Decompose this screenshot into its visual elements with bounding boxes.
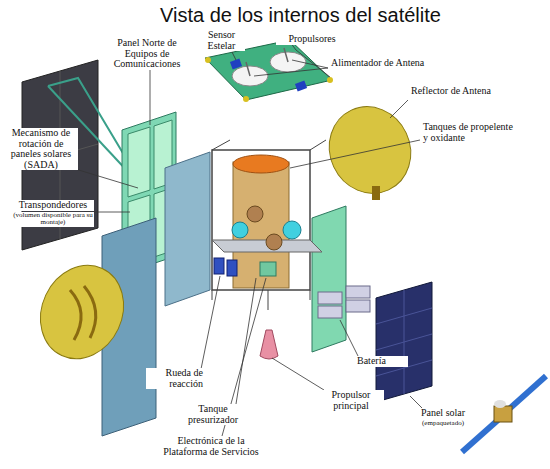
reflector-antenna-part bbox=[372, 186, 380, 200]
satellite-body-part bbox=[260, 262, 276, 276]
leader-lines-part bbox=[296, 50, 330, 77]
main-thruster-part bbox=[260, 330, 278, 359]
leader-lines-part bbox=[410, 396, 422, 408]
satellite-body-part bbox=[232, 222, 248, 238]
satellite-body-part bbox=[212, 140, 230, 150]
leader-lines-part bbox=[236, 278, 256, 404]
satellite-icon-part bbox=[508, 376, 546, 410]
battery bbox=[318, 286, 370, 318]
side-panels-part bbox=[165, 152, 210, 306]
satellite-icon-part bbox=[494, 400, 506, 408]
part-label: (volumen disponible para su montaje) bbox=[12, 212, 94, 227]
top-panel-part bbox=[243, 96, 249, 102]
part-label: Electrónica de la Plataforma de Servicio… bbox=[160, 436, 262, 457]
part-label: Rueda de reacción bbox=[146, 368, 204, 389]
left-antenna-dish-part bbox=[25, 252, 138, 373]
leader-lines-part bbox=[290, 140, 420, 168]
north-comm-panel-part bbox=[128, 127, 150, 197]
satellite-body-part bbox=[310, 140, 326, 150]
right-solar-panel-part bbox=[376, 282, 432, 402]
leader-lines-part bbox=[72, 168, 138, 188]
part-label: Batería bbox=[356, 356, 408, 367]
satellite-body-part bbox=[227, 260, 237, 276]
battery-part bbox=[346, 300, 370, 312]
reflector-antenna-part bbox=[315, 93, 425, 207]
part-label: Transpondedores bbox=[12, 200, 94, 211]
top-panel-part bbox=[205, 57, 211, 63]
reflector-antenna bbox=[315, 93, 425, 207]
satellite-icon-part bbox=[494, 406, 512, 422]
part-label: Reflector de Antena bbox=[410, 86, 512, 97]
satellite-body-part bbox=[214, 258, 224, 274]
part-label: Sensor Estelar bbox=[198, 30, 245, 51]
top-panel-part bbox=[246, 48, 288, 76]
diagram-title: Vista de los internos del satélite bbox=[160, 4, 441, 27]
battery-part bbox=[346, 286, 370, 298]
satellite-body-part bbox=[247, 206, 263, 222]
top-panel-part bbox=[295, 81, 307, 92]
side-panels-part bbox=[312, 206, 346, 352]
main-thruster bbox=[260, 330, 278, 359]
part-label: Panel solar bbox=[402, 408, 484, 419]
part-label: Mecanismo de rotación de paneles solares… bbox=[4, 128, 78, 170]
satellite-body-part bbox=[233, 162, 289, 288]
leader-lines-part bbox=[390, 100, 408, 118]
satellite-body-part bbox=[266, 234, 282, 250]
satellite-body-part bbox=[268, 290, 269, 310]
part-label: Panel Norte de Equipos de Comunicaciones bbox=[100, 38, 194, 70]
part-label: Propulsores bbox=[276, 34, 348, 45]
satellite-body-part bbox=[310, 290, 311, 300]
right-solar-panel-part bbox=[404, 290, 405, 394]
left-antenna-dish-part bbox=[70, 286, 96, 340]
part-label: (empaquetado) bbox=[402, 420, 484, 427]
leader-lines-part bbox=[232, 52, 236, 60]
satellite-body-part bbox=[212, 150, 310, 290]
part-label: Alimentador de Antena bbox=[330, 58, 432, 69]
part-label: Tanques de propelente y oxidante bbox=[422, 122, 514, 143]
left-antenna-dish bbox=[25, 252, 138, 373]
battery-part bbox=[318, 306, 342, 318]
satellite-body-part bbox=[233, 155, 289, 173]
battery-part bbox=[318, 292, 342, 304]
leader-lines-part bbox=[292, 60, 328, 68]
satellite-body bbox=[212, 140, 326, 310]
top-panel-part bbox=[230, 59, 242, 70]
part-label: Tanque presurizador bbox=[182, 404, 244, 425]
satellite-body-part bbox=[283, 221, 301, 239]
leader-lines-part bbox=[200, 276, 220, 374]
leader-lines-part bbox=[150, 62, 151, 125]
leader-lines bbox=[72, 42, 422, 436]
leader-lines-part bbox=[254, 68, 328, 76]
top-panel-part bbox=[327, 77, 333, 83]
leader-lines-part bbox=[340, 320, 358, 356]
satellite-body-part bbox=[212, 290, 213, 300]
leader-lines-part bbox=[272, 358, 324, 390]
right-solar-panel bbox=[376, 282, 432, 402]
part-label: Propulsor principal bbox=[318, 390, 384, 411]
